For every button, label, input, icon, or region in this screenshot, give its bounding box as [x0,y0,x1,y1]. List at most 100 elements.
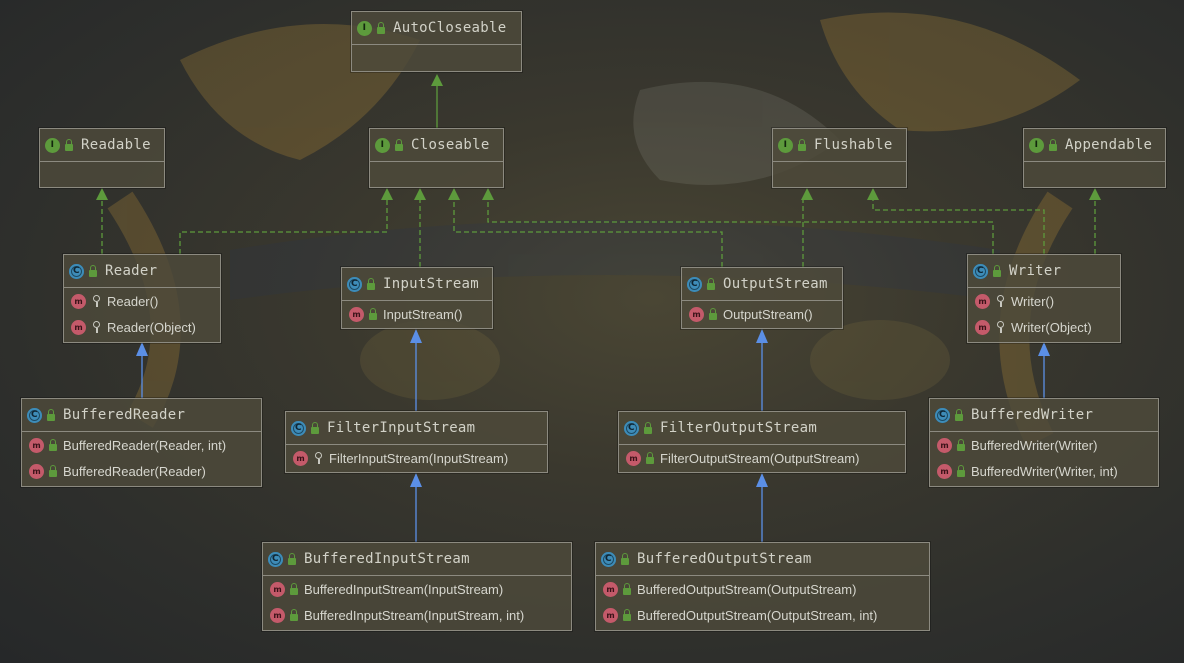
node-bufferedreader[interactable]: C BufferedReader m BufferedReader(Reader… [21,398,262,487]
method-icon: m [603,581,618,597]
node-flushable[interactable]: I Flushable [772,128,907,188]
interface-icon: I [375,137,390,153]
member-row[interactable]: m BufferedWriter(Writer, int) [930,458,1158,484]
node-header: C BufferedInputStream [263,543,571,576]
member-row[interactable]: m BufferedInputStream(InputStream, int) [263,602,571,628]
public-lock-icon [395,138,403,151]
method-icon: m [937,463,952,479]
node-title: FilterOutputStream [660,420,818,436]
member-row[interactable]: m BufferedWriter(Writer) [930,432,1158,458]
member-row[interactable]: m Writer() [968,288,1120,314]
member-row[interactable]: m BufferedOutputStream(OutputStream) [596,576,929,602]
node-outputstream[interactable]: C OutputStream m OutputStream() [681,267,843,329]
member-label: Reader(Object) [107,319,196,335]
public-lock-icon [957,464,965,477]
public-lock-icon [707,277,715,290]
abstract-class-icon: C [687,276,702,292]
node-closeable[interactable]: I Closeable [369,128,504,188]
method-icon: m [626,450,641,466]
method-icon: m [71,319,86,335]
node-title: InputStream [383,276,480,292]
public-lock-icon [709,307,717,320]
method-icon: m [293,450,308,466]
protected-key-icon [313,452,323,464]
member-row[interactable]: m Reader(Object) [64,314,220,340]
member-row[interactable]: m Writer(Object) [968,314,1120,340]
method-icon: m [937,437,952,453]
node-inputstream[interactable]: C InputStream m InputStream() [341,267,493,329]
protected-key-icon [995,321,1005,333]
member-label: OutputStream() [723,306,813,322]
public-lock-icon [89,264,97,277]
node-autocloseable[interactable]: I AutoCloseable [351,11,522,72]
node-header: C FilterInputStream [286,412,547,445]
member-row[interactable]: m FilterOutputStream(OutputStream) [619,445,905,471]
node-title: Reader [105,263,158,279]
node-filteroutputstream[interactable]: C FilterOutputStream m FilterOutputStrea… [618,411,906,473]
method-icon: m [71,293,86,309]
member-row[interactable]: m InputStream() [342,301,492,327]
public-lock-icon [955,408,963,421]
node-header: C Writer [968,255,1120,288]
public-lock-icon [65,138,73,151]
method-icon: m [689,306,704,322]
member-label: Writer() [1011,293,1055,309]
public-lock-icon [1049,138,1057,151]
member-label: BufferedReader(Reader, int) [63,437,227,453]
node-writer[interactable]: C Writer m Writer() m Writer(Object) [967,254,1121,343]
member-label: FilterInputStream(InputStream) [329,450,509,466]
public-lock-icon [369,307,377,320]
protected-key-icon [91,321,101,333]
member-row[interactable]: m BufferedReader(Reader, int) [22,432,261,458]
member-label: Reader() [107,293,159,309]
node-header: C InputStream [342,268,492,301]
member-label: BufferedOutputStream(OutputStream, int) [637,607,878,623]
public-lock-icon [49,464,57,477]
node-header: C OutputStream [682,268,842,301]
member-label: BufferedInputStream(InputStream, int) [304,607,525,623]
member-row[interactable]: m BufferedInputStream(InputStream) [263,576,571,602]
member-row[interactable]: m BufferedReader(Reader) [22,458,261,484]
member-label: BufferedWriter(Writer, int) [971,463,1118,479]
member-label: InputStream() [383,306,463,322]
public-lock-icon [288,552,296,565]
node-header: C Reader [64,255,220,288]
node-title: Closeable [411,137,490,153]
node-readable[interactable]: I Readable [39,128,165,188]
node-reader[interactable]: C Reader m Reader() m Reader(Object) [63,254,221,343]
node-filterinputstream[interactable]: C FilterInputStream m FilterInputStream(… [285,411,548,473]
public-lock-icon [644,421,652,434]
protected-key-icon [995,295,1005,307]
interface-icon: I [778,137,793,153]
node-appendable[interactable]: I Appendable [1023,128,1166,188]
public-lock-icon [377,21,385,34]
class-icon: C [291,420,306,436]
member-label: BufferedOutputStream(OutputStream) [637,581,857,597]
member-label: BufferedReader(Reader) [63,463,206,479]
public-lock-icon [311,421,319,434]
method-icon: m [270,581,285,597]
member-row[interactable]: m BufferedOutputStream(OutputStream, int… [596,602,929,628]
member-row[interactable]: m Reader() [64,288,220,314]
method-icon: m [29,437,44,453]
node-title: Readable [81,137,151,153]
interface-icon: I [1029,137,1044,153]
member-row[interactable]: m FilterInputStream(InputStream) [286,445,547,471]
node-title: FilterInputStream [327,420,476,436]
node-bufferedoutputstream[interactable]: C BufferedOutputStream m BufferedOutputS… [595,542,930,631]
interface-icon: I [357,20,372,36]
node-title: Writer [1009,263,1062,279]
class-icon: C [935,407,950,423]
public-lock-icon [621,552,629,565]
member-row[interactable]: m OutputStream() [682,301,842,327]
node-bufferedinputstream[interactable]: C BufferedInputStream m BufferedInputStr… [262,542,572,631]
member-label: BufferedInputStream(InputStream) [304,581,504,597]
abstract-class-icon: C [347,276,362,292]
public-lock-icon [623,608,631,621]
method-icon: m [29,463,44,479]
public-lock-icon [47,408,55,421]
method-icon: m [349,306,364,322]
node-bufferedwriter[interactable]: C BufferedWriter m BufferedWriter(Writer… [929,398,1159,487]
node-header: C FilterOutputStream [619,412,905,445]
method-icon: m [603,607,618,623]
